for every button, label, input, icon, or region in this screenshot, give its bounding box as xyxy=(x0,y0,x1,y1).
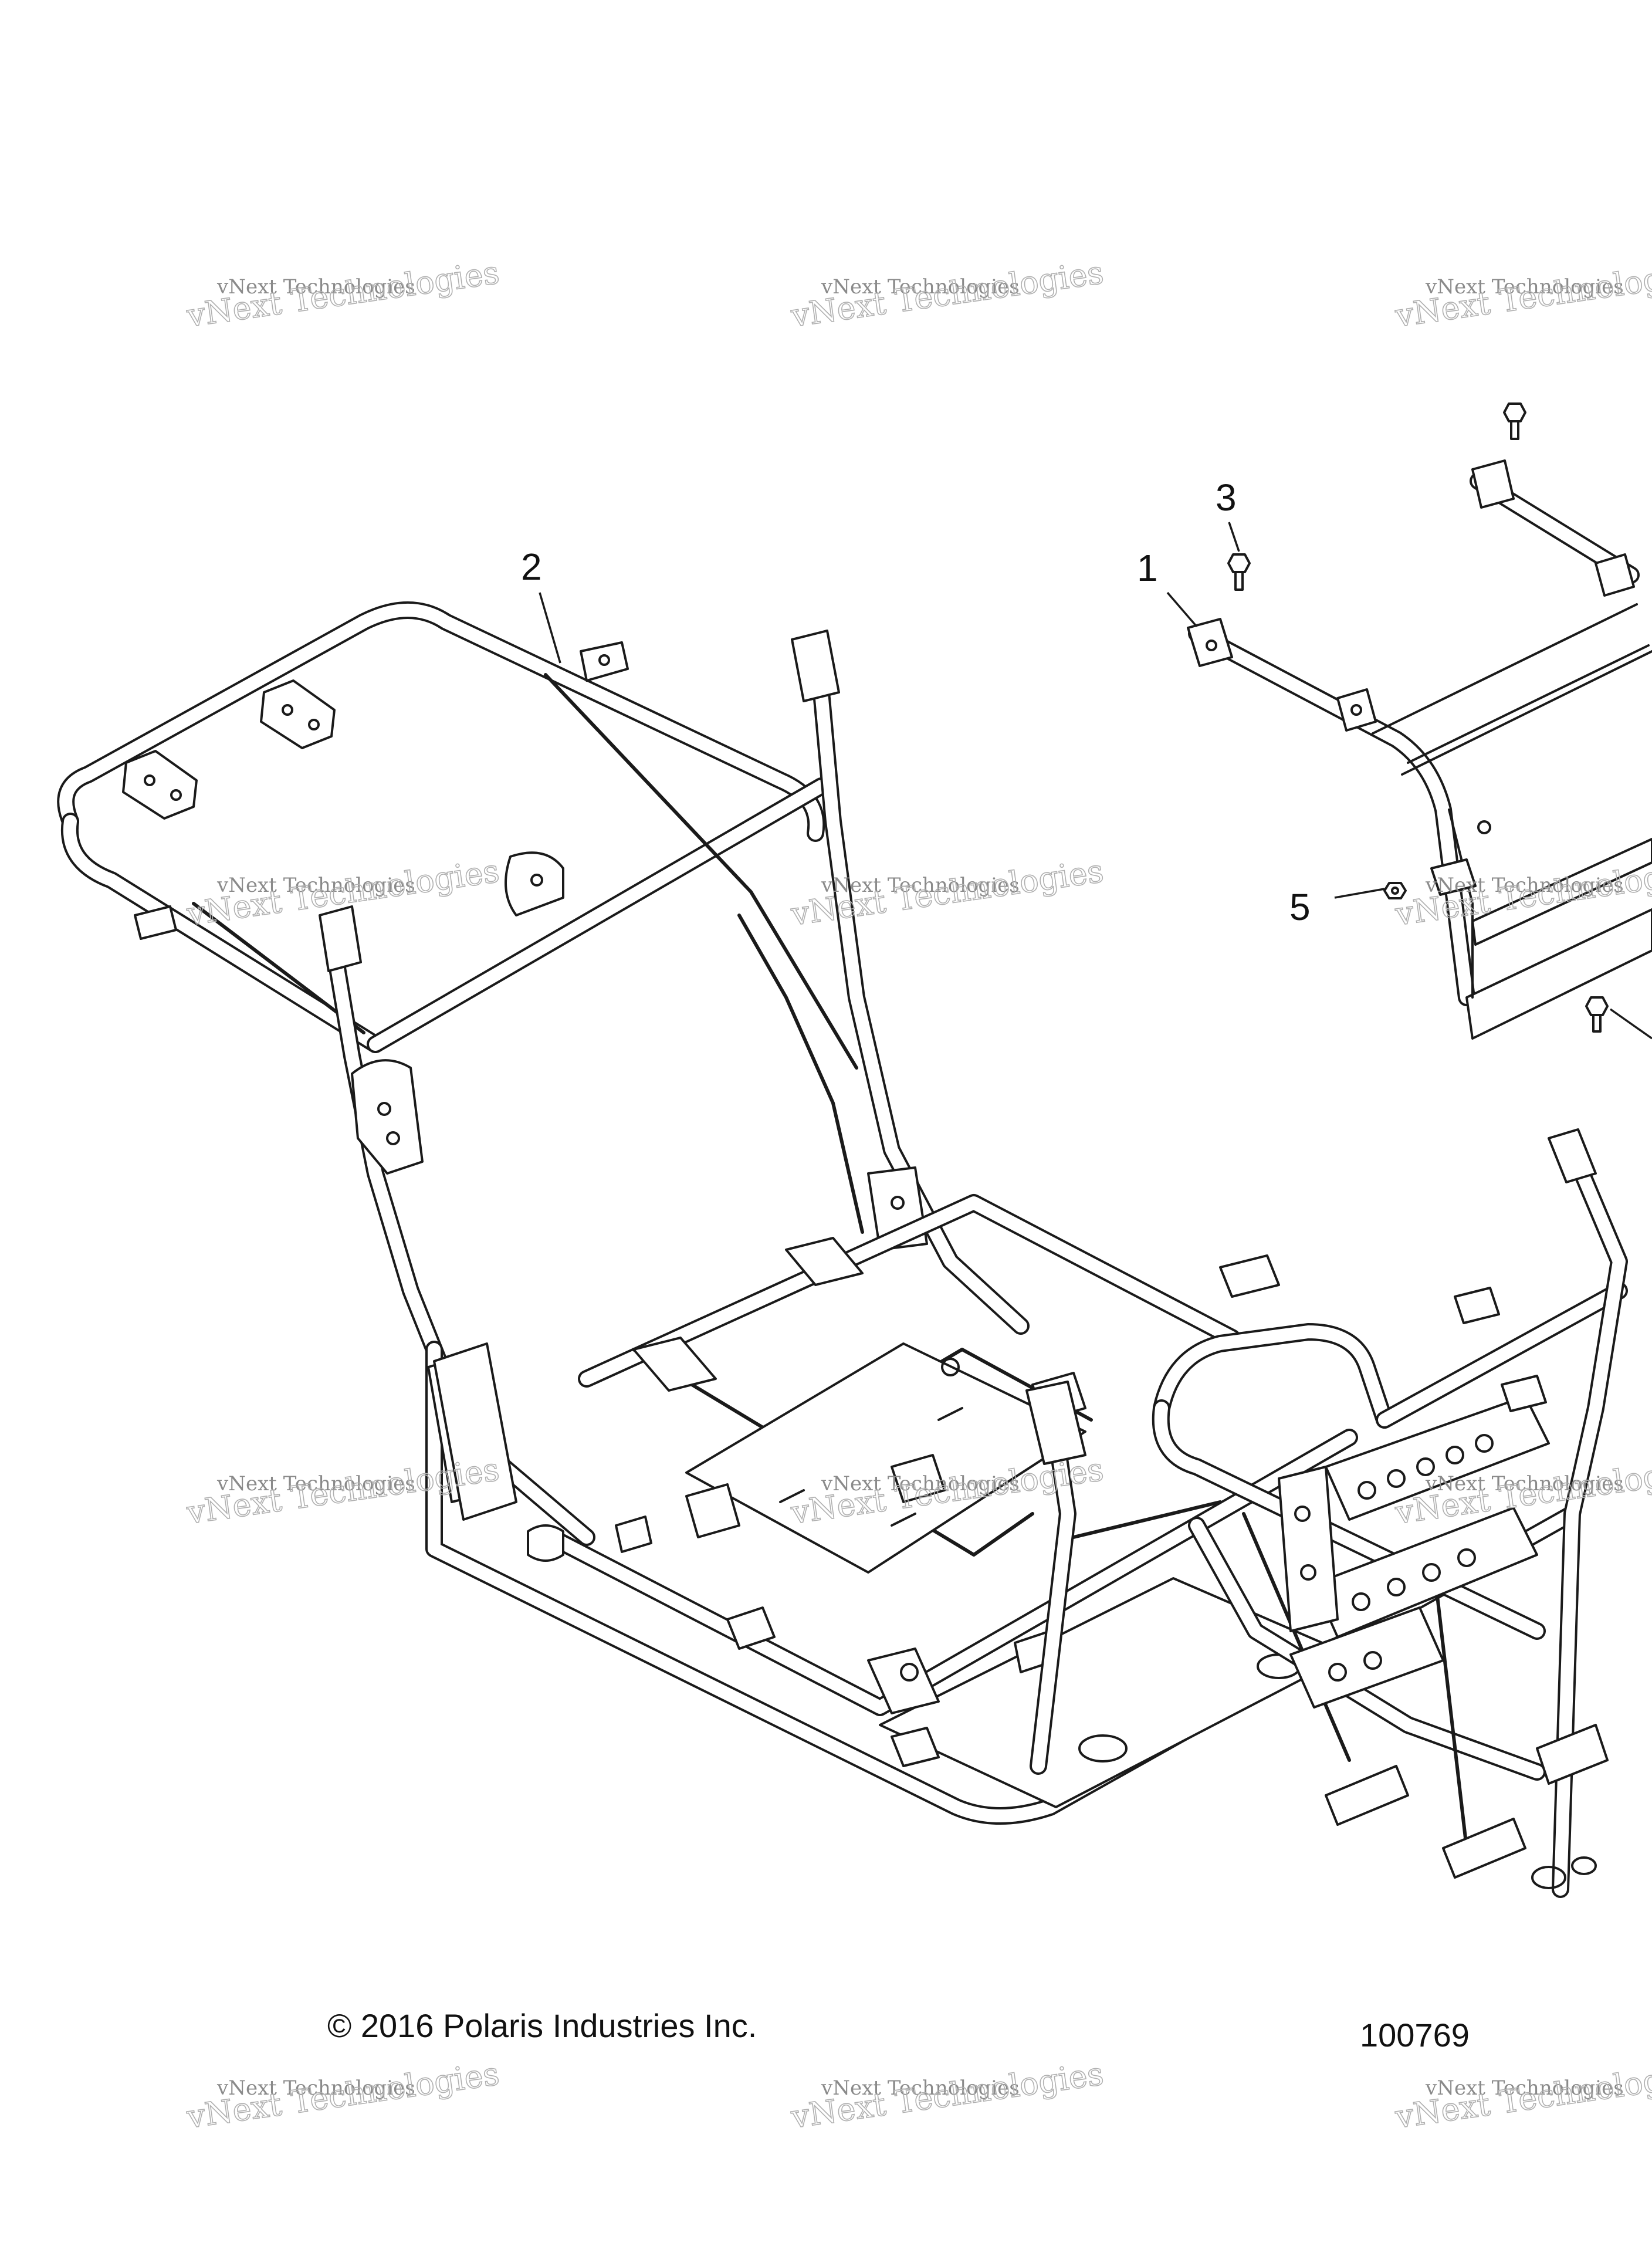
svg-text:vNext Technologies: vNext Technologies xyxy=(1425,275,1624,299)
svg-text:vNext Technologies: vNext Technologies xyxy=(216,874,415,897)
roll-cage-loop xyxy=(57,601,858,1070)
front-lower-mounts xyxy=(433,1342,652,1562)
roof-tabs xyxy=(122,641,629,940)
callout-5: 5 xyxy=(1289,886,1385,928)
svg-text:vNext Technologies: vNext Technologies xyxy=(216,2076,415,2100)
svg-text:vNext Technologies: vNext Technologies xyxy=(184,1451,502,1531)
svg-text:vNext Technologies: vNext Technologies xyxy=(821,275,1020,299)
rear-frame xyxy=(1152,1128,1628,1898)
svg-text:vNext Technologies: vNext Technologies xyxy=(821,874,1020,897)
copyright-text: © 2016 Polaris Industries Inc. xyxy=(327,2007,757,2044)
svg-text:vNext Technologies: vNext Technologies xyxy=(184,254,502,334)
side-bolt-leader xyxy=(1609,1008,1652,1040)
upper-bolt-drawing xyxy=(1503,402,1526,440)
callout-1: 1 xyxy=(1137,547,1198,628)
svg-text:vNext Technologies: vNext Technologies xyxy=(1393,2055,1652,2136)
svg-text:vNext Technologies: vNext Technologies xyxy=(184,2055,502,2136)
svg-text:vNext Technologies: vNext Technologies xyxy=(1393,254,1652,334)
watermark: vNext Technologies vNext Technologies xyxy=(184,2055,502,2136)
item-3-bolt-drawing xyxy=(1227,553,1251,591)
svg-text:vNext Technologies: vNext Technologies xyxy=(1425,1472,1624,1496)
svg-text:vNext Technologies: vNext Technologies xyxy=(1425,2076,1624,2100)
svg-text:vNext Technologies: vNext Technologies xyxy=(821,1472,1020,1496)
svg-text:vNext Technologies: vNext Technologies xyxy=(216,1472,415,1496)
callout-label-2: 2 xyxy=(521,546,542,588)
figure-number: 100769 xyxy=(1360,2017,1470,2054)
watermark: vNext Technologies vNext Technologies xyxy=(1392,2055,1652,2136)
callout-label-5: 5 xyxy=(1289,886,1311,928)
callout-3: 3 xyxy=(1216,476,1240,552)
callout-2: 2 xyxy=(521,546,561,664)
svg-text:vNext Technologies: vNext Technologies xyxy=(216,275,415,299)
svg-text:vNext Technologies: vNext Technologies xyxy=(1425,874,1624,897)
watermark: vNext Technologies vNext Technologies xyxy=(1392,253,1652,335)
watermark: vNext Technologies vNext Technologies xyxy=(184,253,502,335)
callout-label-1: 1 xyxy=(1137,547,1158,589)
svg-text:vNext Technologies: vNext Technologies xyxy=(821,2076,1020,2100)
item-1-bracket-drawing xyxy=(1187,459,1652,1040)
watermark: vNext Technologies vNext Technologies xyxy=(184,1450,502,1532)
svg-text:vNext Technologies: vNext Technologies xyxy=(788,2055,1106,2136)
callout-label-3: 3 xyxy=(1216,476,1237,519)
main-frame-drawing xyxy=(57,601,1628,1898)
watermark: vNext Technologies vNext Technologies xyxy=(788,2055,1106,2136)
side-bolt-drawing xyxy=(1585,996,1609,1033)
watermark: vNext Technologies vNext Technologies xyxy=(788,253,1106,335)
item-5-nut-drawing xyxy=(1383,882,1407,899)
b-pillar xyxy=(1025,1381,1222,1775)
svg-text:vNext Technologies: vNext Technologies xyxy=(788,254,1106,334)
